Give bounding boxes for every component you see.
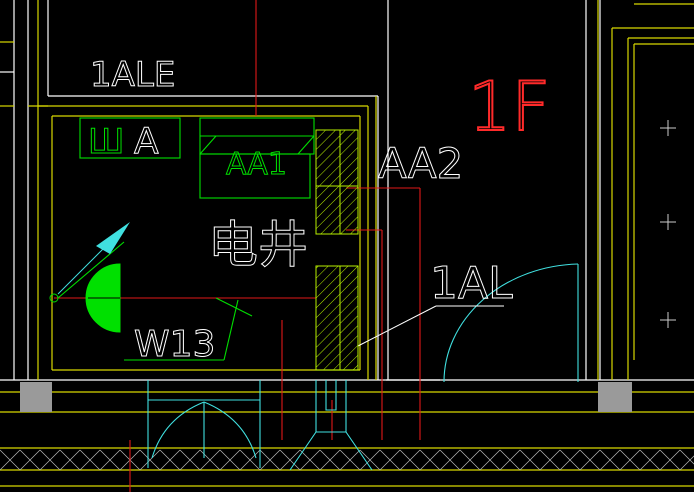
right-grid-ticks [660, 120, 676, 328]
label-cabinet-prefix: Ш [88, 122, 124, 162]
label-panel-1al: 1AL [430, 258, 513, 309]
hatched-cabinet-upper [315, 129, 359, 235]
label-floor-1f: 1F [468, 68, 550, 147]
label-cabinet-aa2: AA2 [378, 139, 463, 188]
green-elements [57, 117, 315, 361]
junction-circle-icon [49, 293, 59, 303]
cyan-arrow-icon [57, 222, 130, 295]
white-wall-lines [0, 0, 694, 381]
label-cable-w13: W13 [134, 324, 215, 365]
label-1ale: 1ALE [90, 55, 175, 95]
leader-line-1al [357, 305, 504, 347]
label-shaft: 电井 [208, 216, 308, 274]
cross-pattern-band [0, 449, 694, 471]
hatched-cabinet-lower [315, 265, 359, 371]
column-right [598, 382, 632, 412]
label-cabinet-aa1: AA1 [226, 147, 287, 182]
label-cabinet-a: A [134, 121, 159, 162]
column-left [20, 382, 52, 412]
cyan-lines [147, 263, 579, 471]
